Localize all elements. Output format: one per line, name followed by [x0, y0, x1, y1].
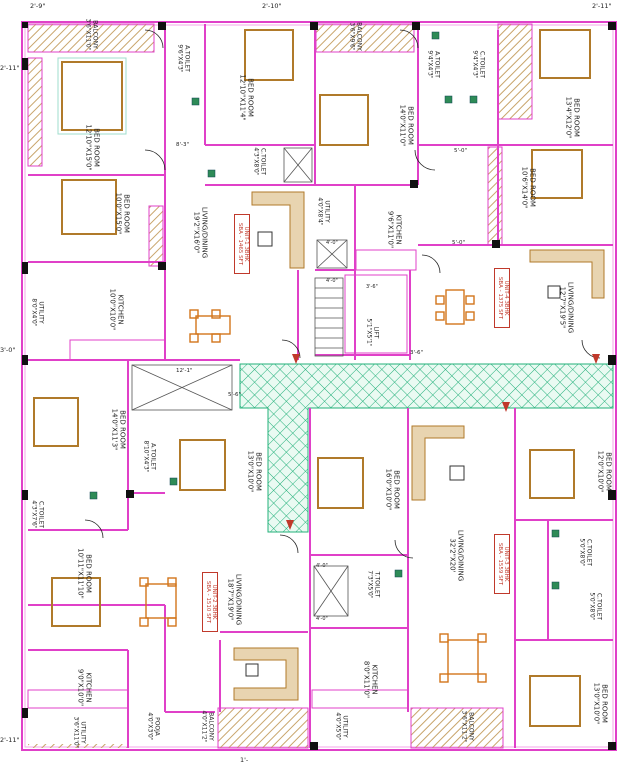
- dim-label: 4'-0": [316, 616, 328, 622]
- room-label: KITCHEN 9'0"X10'0": [77, 668, 93, 707]
- balcony-top-right: [497, 23, 533, 120]
- outer-wall: [21, 21, 617, 751]
- unit-label: UNIT-3 3BHK SBA - 1559 SFT: [494, 534, 510, 594]
- unit-label: UNIT-1 3BHK SBA - 1465 SFT: [234, 214, 250, 274]
- dim-label: 5'-6": [228, 392, 242, 398]
- room-label: LIVING/DINING 18'7"X19'0": [227, 573, 243, 626]
- wc-fixtures: [89, 31, 560, 590]
- room-label: LIVING/DINING 12'7"X19'5": [559, 281, 575, 334]
- room-label: BED ROOM 12'10"X11'4": [239, 74, 255, 121]
- room-label: BED ROOM 13'0"X10'0": [593, 682, 609, 725]
- dim-bottom-left: 2'-11": [0, 736, 20, 744]
- dim-bottom-mid: 1'-: [240, 756, 249, 764]
- dining-sets: [139, 289, 487, 683]
- unit-label: UNIT-4 3BHK SBA - 1375 SFT: [494, 268, 510, 328]
- room-label: BED ROOM 13'0"X10'0": [247, 450, 263, 493]
- room-label: BALCONY 3'6"X9'6": [349, 22, 363, 51]
- room-label: KITCHEN 10'0"X10'0": [109, 288, 125, 331]
- dim-top-mid: 2'-10": [262, 2, 282, 10]
- room-label: LIVING/DINING 19'2"X16'0": [193, 206, 209, 259]
- columns: [22, 22, 616, 750]
- dim-label: 4'-0": [326, 240, 338, 246]
- room-label: BALCONY 4'0"X11'2": [201, 710, 215, 743]
- entry-arrows: [286, 354, 600, 530]
- room-label: KITCHEN 9'6"X11'0": [387, 210, 403, 249]
- common-corridor: [239, 363, 614, 533]
- room-label: LIVING/DINING 32'2"X20': [449, 529, 465, 582]
- room-label: BED ROOM 13'4"X12'0": [565, 96, 581, 139]
- room-label: C.TOILET 4'3"X8'0": [253, 147, 267, 176]
- room-label: BED ROOM 10'6"X14'0": [521, 166, 537, 209]
- room-label: BED ROOM 16'0"X10'0": [385, 468, 401, 511]
- dim-label: 8'-3": [176, 142, 190, 148]
- dim-label: 12'-1": [176, 368, 193, 374]
- doors: [84, 29, 601, 559]
- balcony-left: [27, 57, 43, 167]
- room-label: C.TOILET 5'0"X8'0": [579, 538, 593, 567]
- room-label: A.TOILET 9'6"X4'3": [177, 44, 191, 73]
- balcony-bottom-mid: [217, 707, 309, 749]
- balcony-top-mid: [315, 23, 415, 53]
- unit-label: UNIT-2 3BHK SBA - 1510 SFT: [202, 572, 218, 632]
- dim-label: 3'-6": [366, 284, 378, 290]
- dim-top-right: 2'-11": [592, 2, 612, 10]
- dim-label: 5'-0": [452, 240, 466, 246]
- dim-left-top: 2'-11": [0, 64, 20, 72]
- room-label: UTILITY 4'0"X8'4": [317, 197, 331, 226]
- room-label: C.TOILET 4'3"X7'6": [31, 500, 45, 529]
- room-label: UTILITY 3'6"X11'0": [73, 716, 87, 749]
- room-label: BED ROOM 14'0"X11'0": [399, 104, 415, 147]
- lift-shaft: [344, 274, 408, 354]
- room-label: T.TOILET 7'3"X5'0": [367, 570, 381, 599]
- room-label: UTILITY 4'0"X5'0": [335, 712, 349, 741]
- room-label: A.TOILET 8'10"X4'3": [143, 440, 157, 473]
- dim-label: 5'-0": [454, 148, 468, 154]
- room-label: KITCHEN 8'0"X11'0": [363, 660, 379, 699]
- room-label: BALCONY 3'6"X11'2": [461, 710, 475, 743]
- room-label: BED ROOM 10'11"X11'10": [77, 548, 93, 599]
- dim-label: 4'-0": [316, 563, 328, 569]
- room-label: BED ROOM 14'0"X11'3": [111, 408, 127, 451]
- staircase: [314, 277, 344, 357]
- room-label: BED ROOM 12'0"X10'0": [597, 450, 613, 493]
- room-label: LIFT 5'1"X5'1": [366, 318, 380, 347]
- dim-left-mid: 3'-0": [0, 346, 16, 354]
- beds: [33, 29, 591, 727]
- dim-label: 3'-6": [410, 350, 424, 356]
- room-label: C.TOILET 5'0"X8'0": [589, 592, 603, 621]
- dim-label: 4'-0": [326, 278, 338, 284]
- interior-walls: [28, 24, 613, 748]
- room-label: C.TOILET 9'4"X4'3": [472, 50, 486, 79]
- room-label: BED ROOM 10'0"X15'0": [115, 192, 131, 235]
- balcony-bottom-right: [410, 707, 504, 749]
- room-label: BALCONY 3'6"X11'0": [85, 18, 99, 51]
- room-label: BED ROOM 12'10"X15'0": [85, 124, 101, 171]
- balcony-top-left: [27, 23, 155, 53]
- dim-top-left: 2'-9": [30, 2, 46, 10]
- room-label: UTILITY 8'0"X4'0": [31, 298, 45, 327]
- room-label: A.TOILET 9'4"X4'3": [427, 50, 441, 79]
- sofas: [233, 191, 605, 701]
- room-label: POOJA 4'0"X3'0": [147, 712, 161, 741]
